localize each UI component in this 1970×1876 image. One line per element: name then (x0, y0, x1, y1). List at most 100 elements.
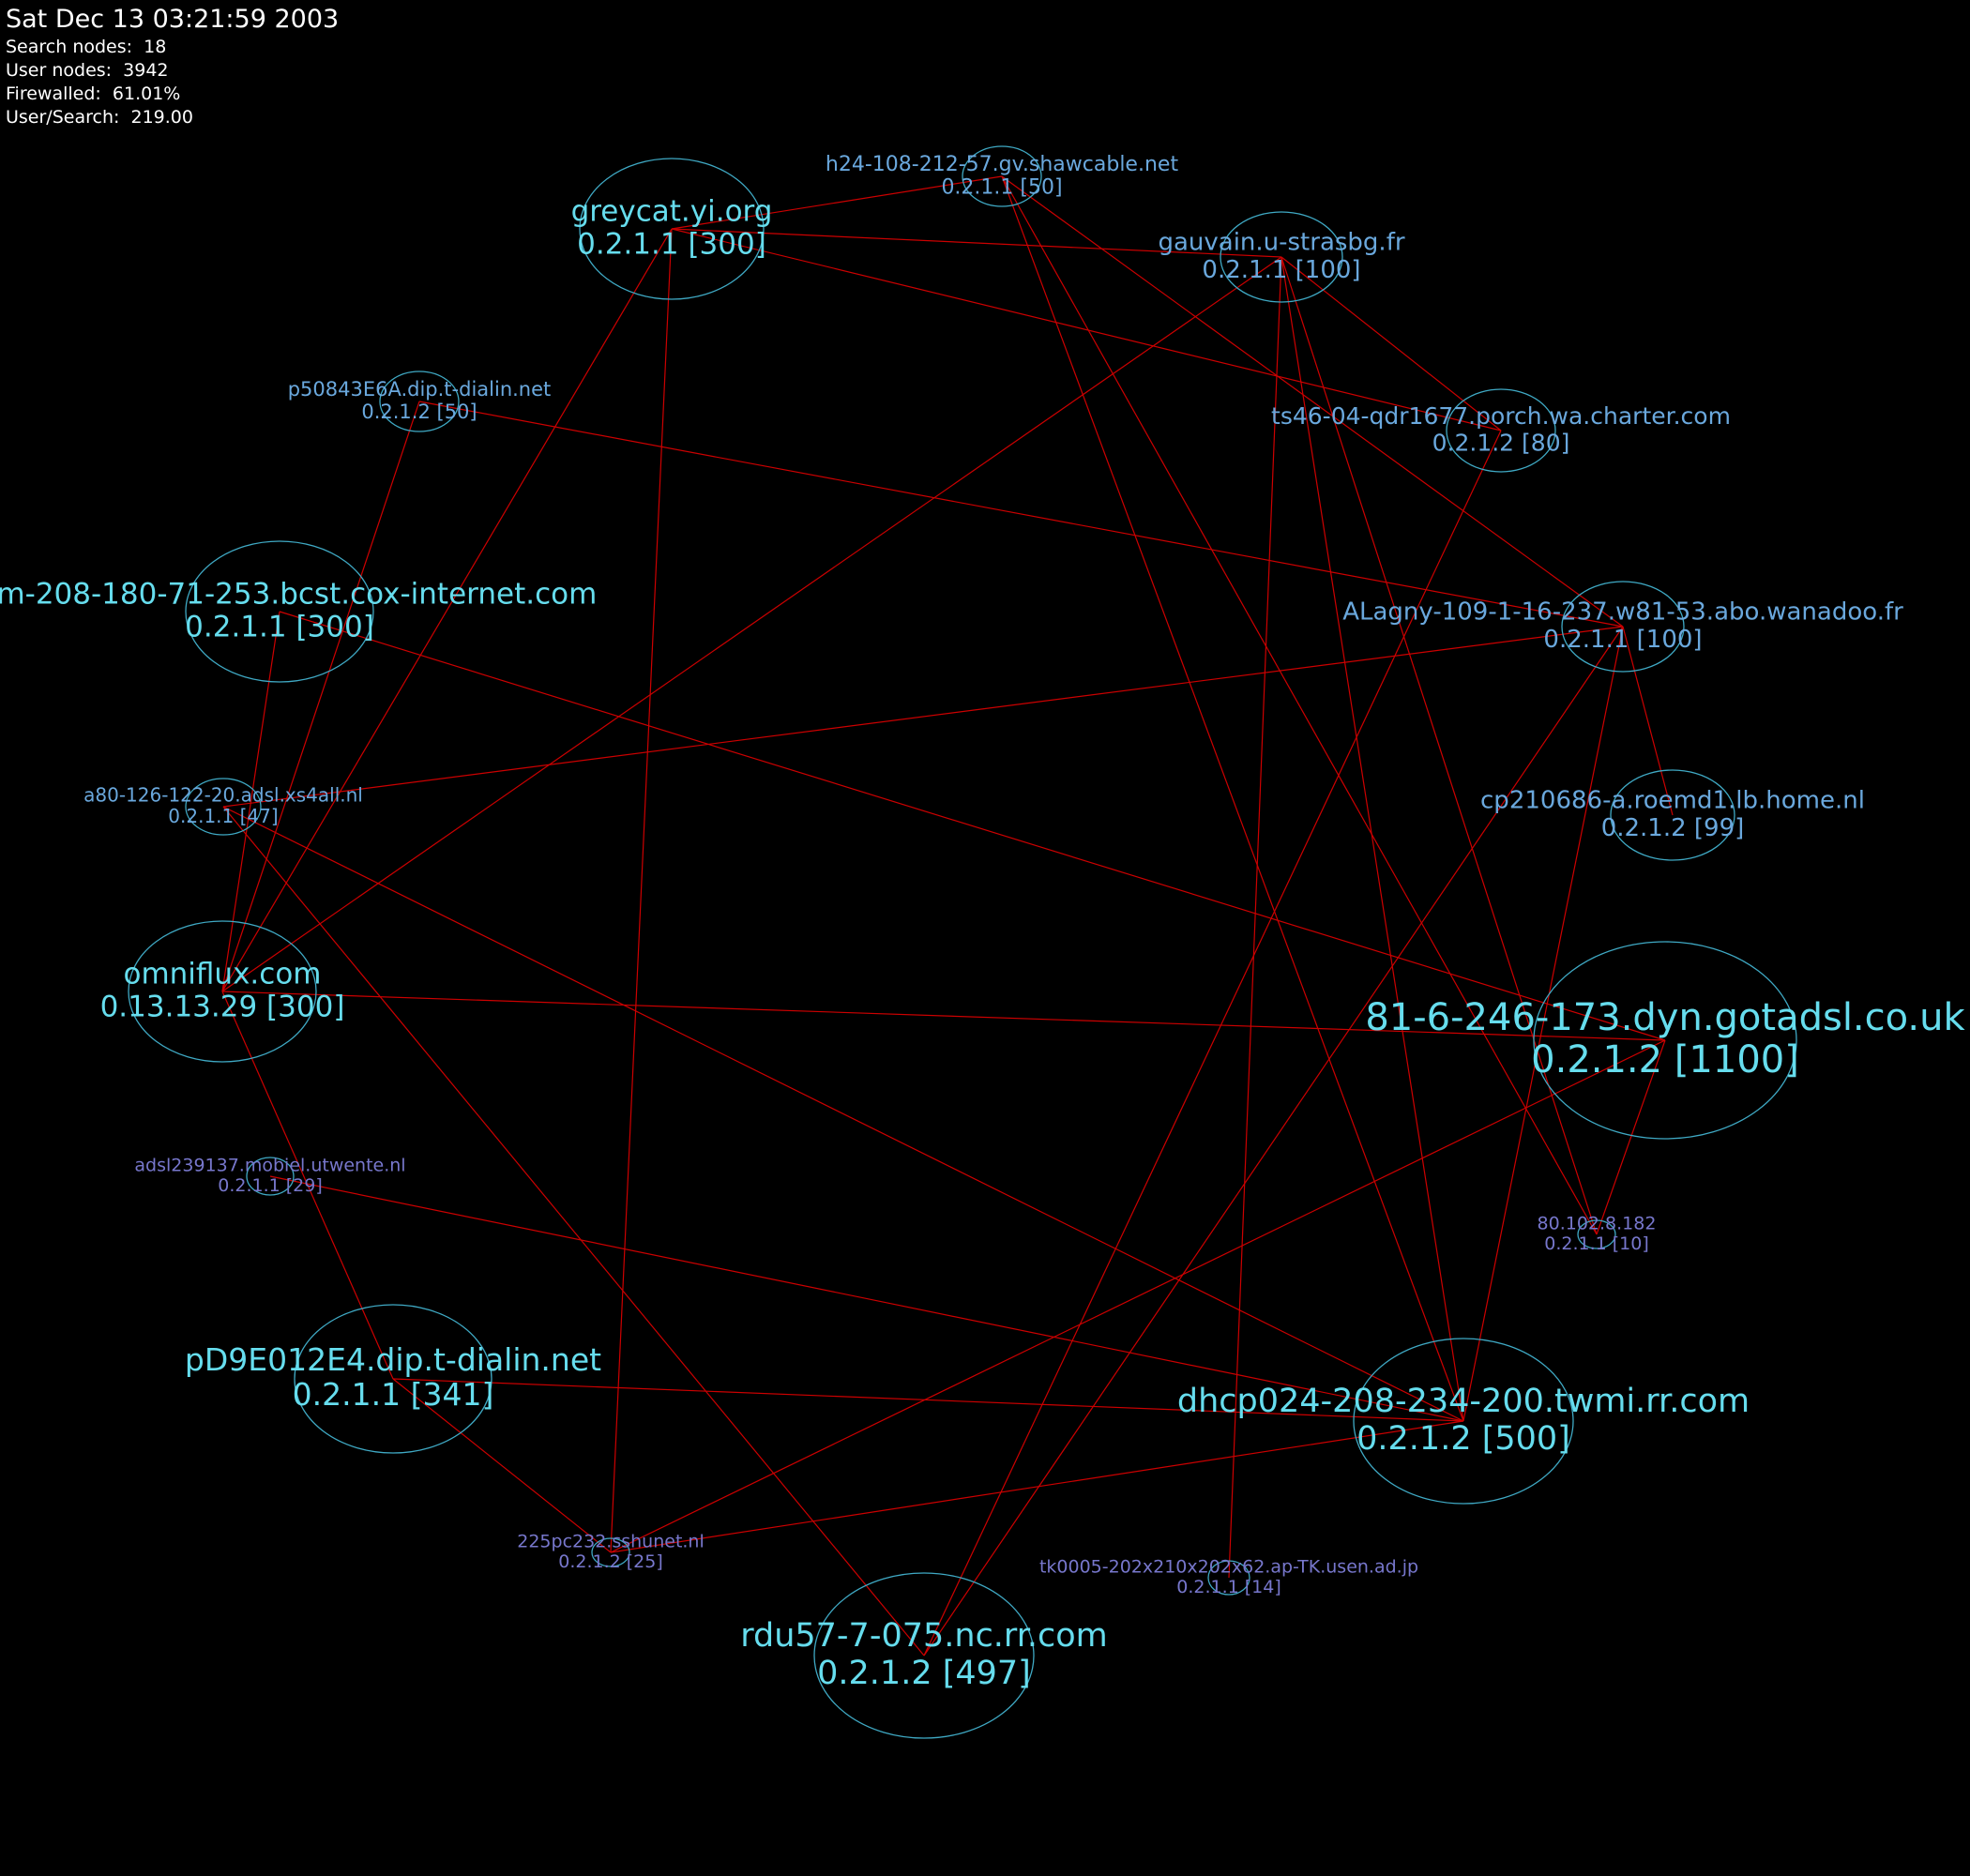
node-version: 0.2.1.1 [300] (185, 610, 374, 643)
node-tk0005[interactable]: tk0005-202x210x202x62.ap-TK.usen.ad.jp0.… (1039, 1557, 1418, 1597)
edge-greycat-h24 (671, 175, 1003, 230)
edge-gotadsl-n80 (1596, 1039, 1666, 1235)
stat-label: Search nodes: (6, 37, 133, 57)
node-version: 0.2.1.1 [14] (1176, 1577, 1281, 1597)
edge-gauvain-n80 (1280, 256, 1598, 1235)
edge-alagny-dhcp024 (1462, 626, 1624, 1422)
node-ellipse (1207, 1560, 1250, 1596)
node-ellipse (185, 778, 262, 836)
node-version: 0.2.1.2 [25] (558, 1551, 663, 1572)
edge-dhcp024-pd9e (392, 1378, 1464, 1422)
node-version: 0.2.1.1 [300] (577, 227, 766, 261)
edge-dhcp024-pc232 (610, 1420, 1464, 1553)
node-a80[interactable]: a80-126-122-20.adsl.xs4all.nl0.2.1.1 [47… (83, 778, 363, 836)
node-ellipse (246, 1157, 295, 1196)
node-hostname: omniflux.com (123, 957, 321, 991)
edge-greycat-ts46 (671, 228, 1502, 431)
node-hostname: ts46-04-qdr1677.porch.wa.charter.com (1271, 402, 1731, 430)
node-version: 0.2.1.2 [50] (361, 401, 477, 423)
edge-greycat-gauvain (671, 228, 1282, 258)
stat-search-nodes: Search nodes: 18 (6, 36, 339, 59)
edge-gotadsl-omniflux (221, 991, 1666, 1041)
node-ellipse (1577, 1219, 1616, 1249)
stat-value: 3942 (123, 60, 169, 81)
node-ts46[interactable]: ts46-04-qdr1677.porch.wa.charter.com0.2.… (1271, 388, 1731, 473)
edge-alagny-cp210686 (1622, 626, 1674, 816)
edge-alagny-p508 (418, 401, 1624, 628)
stat-firewalled: Firewalled: 61.01% (6, 83, 339, 106)
node-hostname: 80.102.8.182 (1538, 1214, 1657, 1234)
edge-dhcp024-a80 (222, 806, 1464, 1422)
edge-alagny-a80 (222, 626, 1624, 808)
node-version: 0.2.1.2 [500] (1356, 1420, 1570, 1458)
node-version: 0.2.1.1 [47] (168, 805, 278, 827)
node-ellipse (591, 1537, 630, 1567)
node-version: 0.13.13.29 [300] (100, 990, 345, 1023)
node-version: 0.2.1.1 [100] (1543, 626, 1702, 654)
node-hostname: ALagny-109-1-16-237.w81-53.abo.wanadoo.f… (1342, 598, 1903, 627)
node-hostname: cdm-208-180-71-253.bcst.cox-internet.com (0, 577, 597, 611)
edge-alagny-rdu57 (923, 626, 1624, 1657)
stat-value: 61.01% (112, 83, 181, 104)
node-hostname: 225pc232.sshunet.nl (517, 1532, 705, 1552)
node-hostname: tk0005-202x210x202x62.ap-TK.usen.ad.jp (1039, 1557, 1418, 1578)
node-ellipse (1561, 581, 1685, 673)
node-version: 0.2.1.2 [497] (817, 1655, 1031, 1692)
node-version: 0.2.1.2 [99] (1601, 814, 1745, 842)
edge-gotadsl-pc232 (610, 1039, 1666, 1553)
node-cp210686[interactable]: cp210686-a.roemd1.lb.home.nl0.2.1.2 [99] (1480, 769, 1865, 861)
stat-label: User/Search: (6, 107, 120, 128)
node-hostname: greycat.yi.org (571, 194, 773, 228)
edge-gauvain-ts46 (1280, 256, 1502, 431)
stats-panel: Sat Dec 13 03:21:59 2003 Search nodes: 1… (6, 4, 339, 129)
stat-user-nodes: User nodes: 3942 (6, 59, 339, 83)
node-alagny[interactable]: ALagny-109-1-16-237.w81-53.abo.wanadoo.f… (1342, 581, 1903, 673)
node-hostname: a80-126-122-20.adsl.xs4all.nl (83, 783, 363, 806)
node-gotadsl[interactable]: 81-6-246-173.dyn.gotadsl.co.uk0.2.1.2 [1… (1365, 941, 1965, 1140)
edge-dhcp024-adsl239137 (269, 1175, 1464, 1422)
node-version: 0.2.1.1 [341] (293, 1376, 494, 1413)
edge-greycat-omniflux (221, 228, 673, 992)
node-ellipse (813, 1572, 1035, 1739)
node-hostname: cp210686-a.roemd1.lb.home.nl (1480, 787, 1865, 815)
node-ellipse (294, 1304, 492, 1454)
edge-gauvain-dhcp024 (1280, 256, 1464, 1422)
node-adsl239137[interactable]: adsl239137.mobiel.utwente.nl0.2.1.1 [29] (134, 1156, 405, 1196)
node-version: 0.2.1.1 [50] (941, 176, 1062, 200)
edge-h24-alagny (1001, 175, 1624, 628)
node-hostname: h24-108-212-57.gv.shawcable.net (826, 153, 1179, 176)
node-hostname: rdu57-7-075.nc.rr.com (740, 1617, 1108, 1655)
node-hostname: pD9E012E4.dip.t-dialin.net (185, 1341, 601, 1378)
stat-label: User nodes: (6, 60, 113, 81)
node-pc232[interactable]: 225pc232.sshunet.nl0.2.1.2 [25] (517, 1532, 705, 1572)
node-cdm[interactable]: cdm-208-180-71-253.bcst.cox-internet.com… (0, 540, 597, 683)
node-version: 0.2.1.2 [80] (1432, 429, 1570, 456)
node-ellipse (128, 920, 317, 1063)
stat-user-search: User/Search: 219.00 (6, 106, 339, 129)
stat-value: 18 (144, 37, 167, 57)
stat-value: 219.00 (130, 107, 193, 128)
node-hostname: adsl239137.mobiel.utwente.nl (134, 1156, 405, 1176)
edge-h24-dhcp024 (1001, 175, 1464, 1422)
edge-omniflux-p508 (221, 401, 420, 992)
node-ellipse (379, 371, 460, 432)
edge-greycat-pc232 (610, 228, 673, 1553)
node-hostname: 81-6-246-173.dyn.gotadsl.co.uk (1365, 996, 1965, 1039)
node-ellipse (1446, 388, 1556, 473)
edge-gauvain-tk0005 (1228, 256, 1282, 1579)
node-ellipse (185, 540, 374, 683)
node-gauvain[interactable]: gauvain.u-strasbg.fr0.2.1.1 [100] (1158, 211, 1405, 303)
node-ellipse (1353, 1338, 1574, 1505)
node-ellipse (1220, 211, 1343, 303)
edge-gotadsl-cdm (279, 611, 1666, 1041)
